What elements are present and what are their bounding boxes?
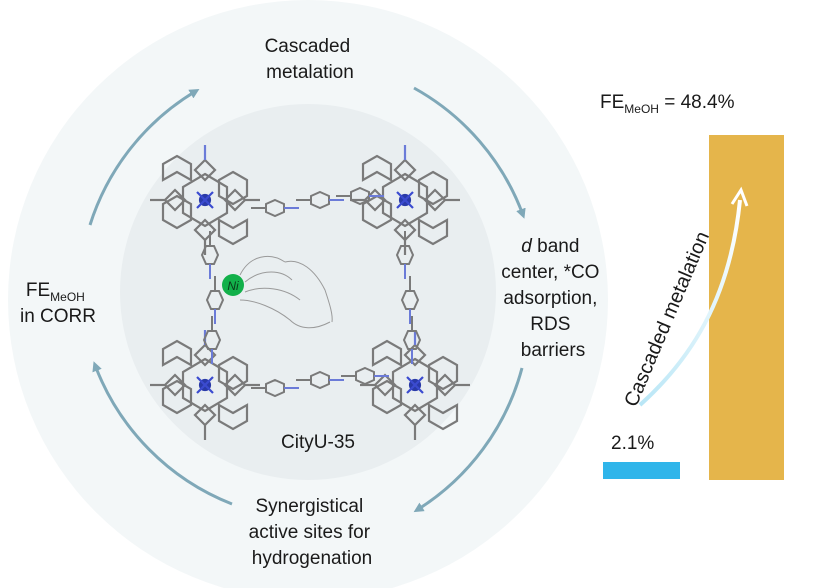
bar-low: [603, 462, 680, 479]
ni-atom: [222, 274, 244, 296]
fe-high-label: FEMeOH = 48.4%: [600, 92, 735, 116]
cycle-arrow-bottom-left: [92, 361, 233, 506]
fe-low-label: 2.1%: [611, 433, 654, 454]
cycle-arrow-right-bottom: [413, 367, 524, 513]
hand-sketch: [239, 255, 333, 329]
cycle-top-label: Cascaded metalation: [265, 36, 356, 83]
cycle-right-label: d band center, *CO adsorption, RDS barri…: [501, 236, 605, 361]
cascaded-arrow-head: [730, 186, 749, 207]
cycle-arrow-top-right: [413, 86, 526, 219]
ni-label: Ni: [227, 279, 239, 293]
cycle-left-label: FEMeOH in CORR: [20, 280, 96, 327]
cascaded-arrow-label: Cascaded metalation: [620, 228, 714, 410]
cycle-bottom-label: Synergistical active sites for hydrogena…: [249, 496, 376, 569]
core-disc: [120, 104, 496, 480]
bar-high: [709, 135, 784, 480]
structure-name: CityU-35: [281, 432, 355, 453]
cascaded-arrow: [638, 199, 742, 407]
cycle-arrow-left-top: [88, 88, 200, 226]
